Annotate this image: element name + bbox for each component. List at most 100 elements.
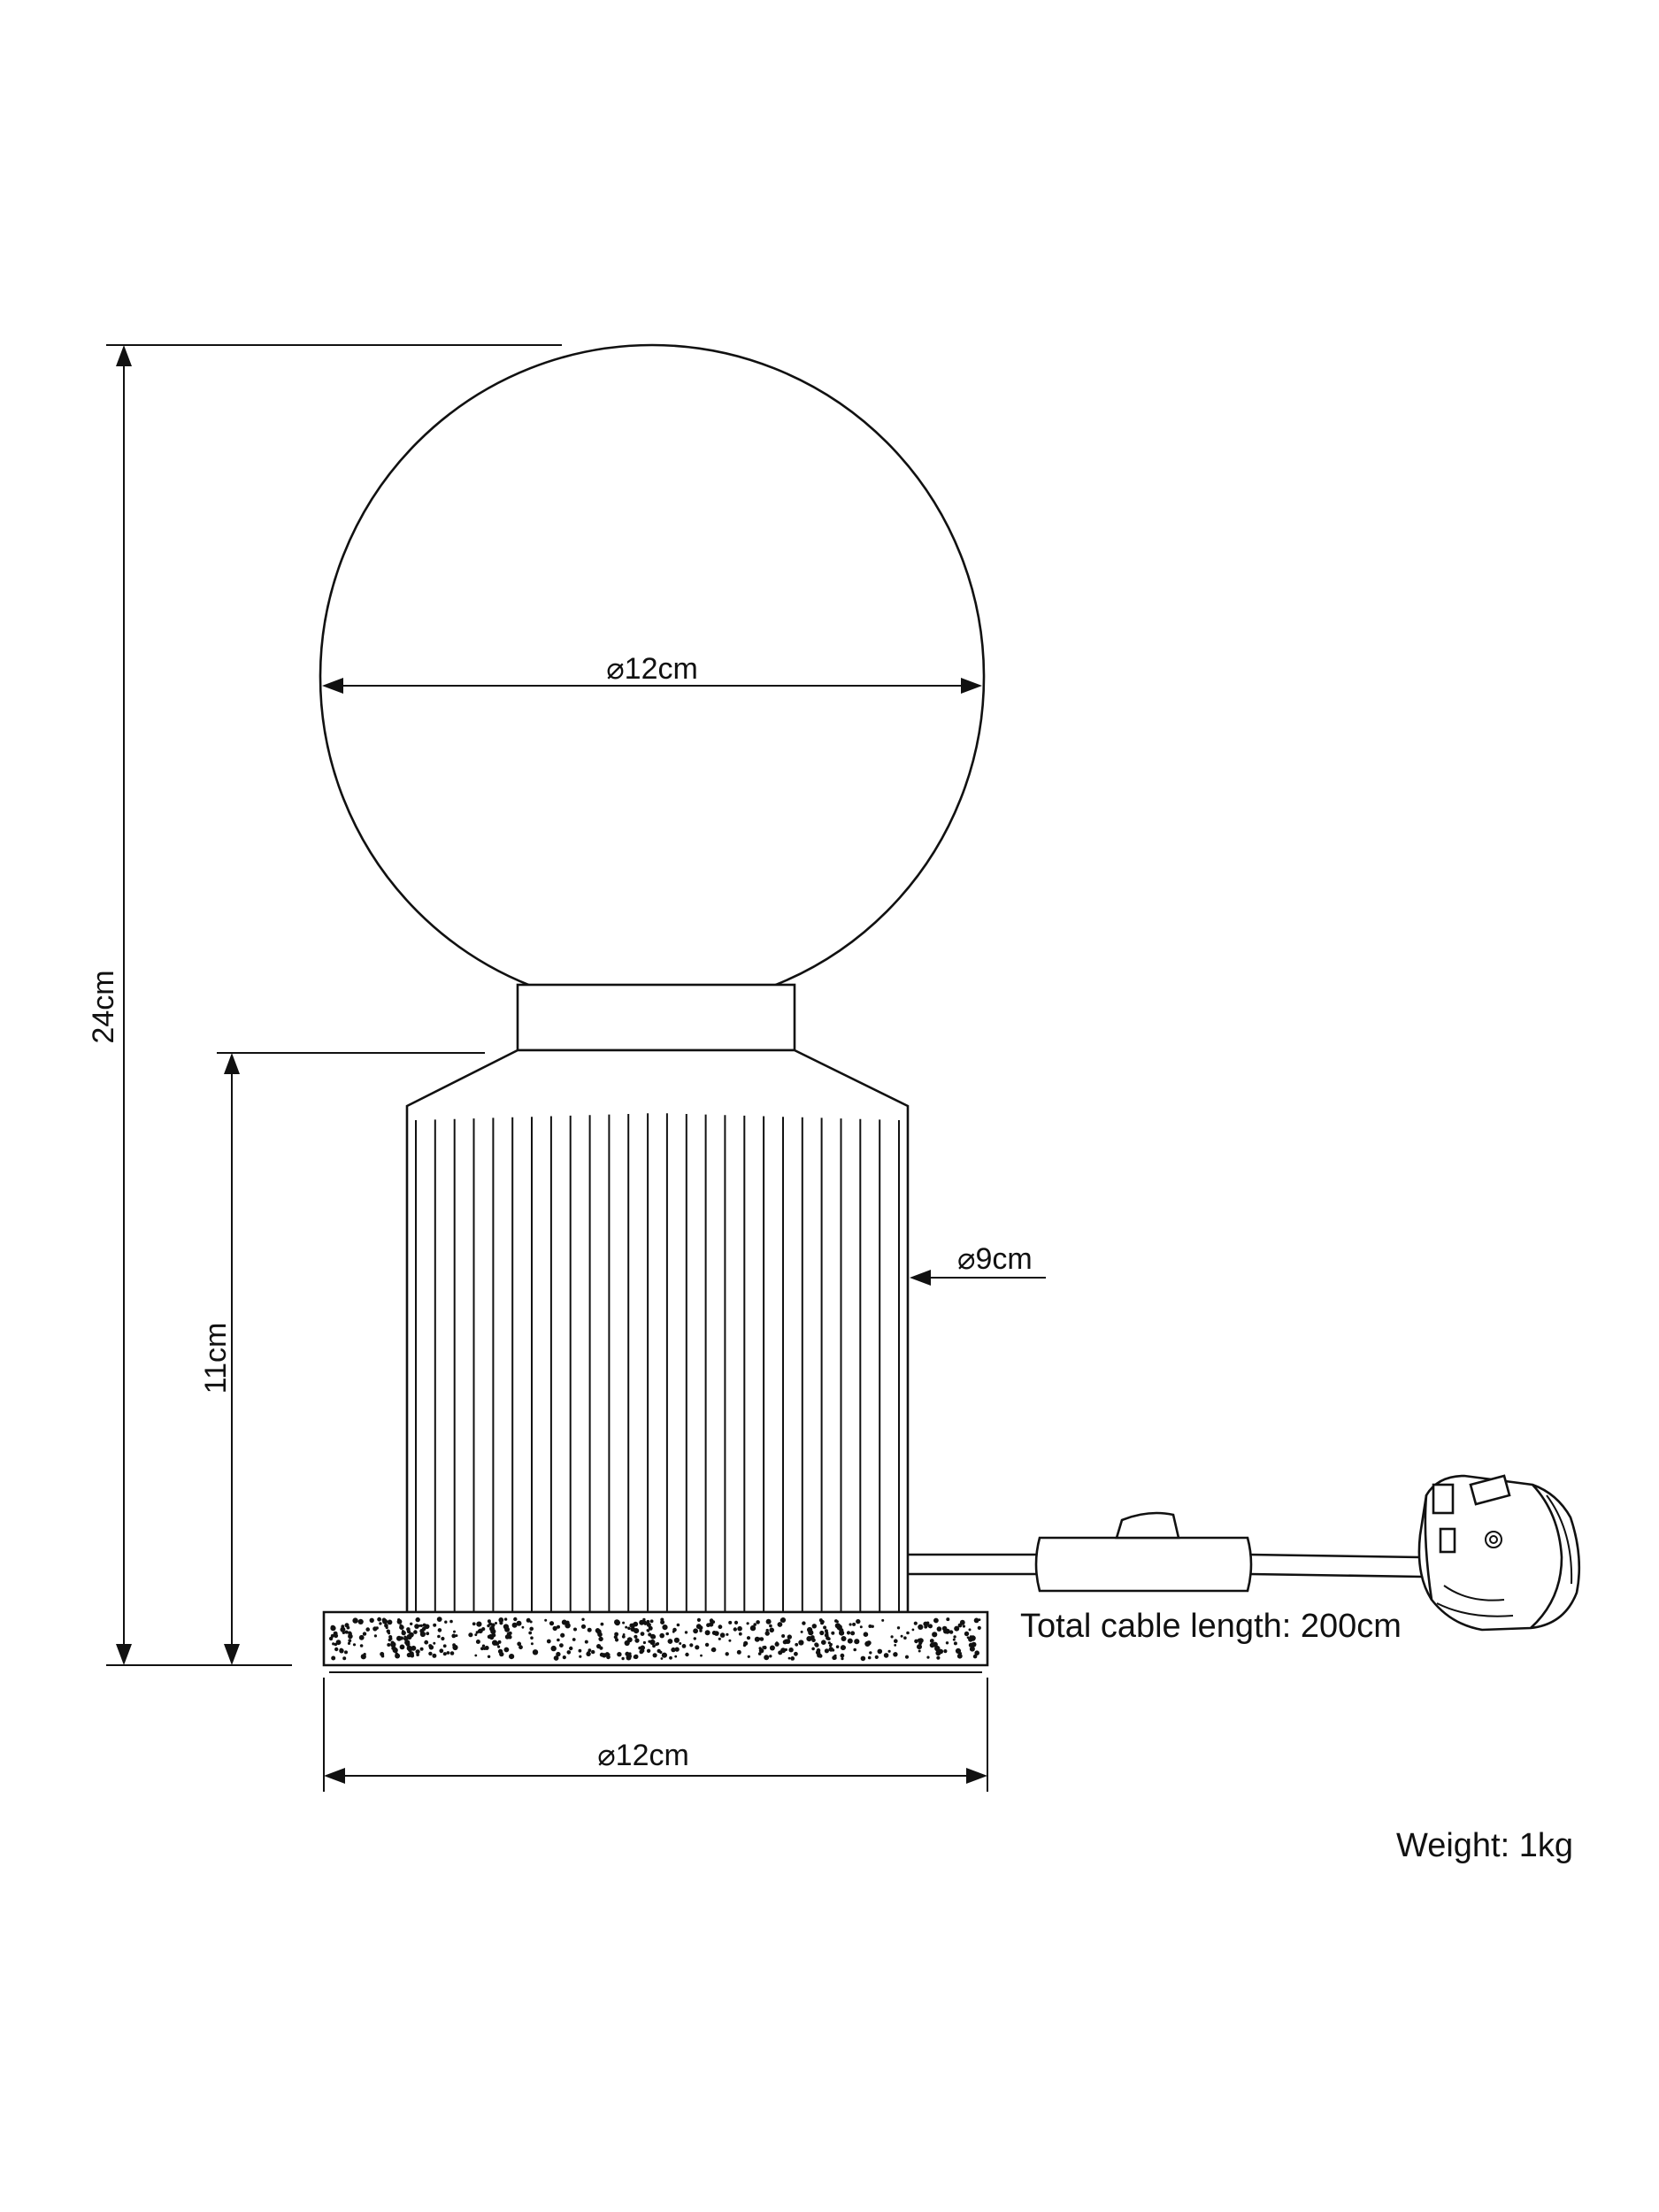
terrazzo-speckle bbox=[584, 1640, 588, 1644]
terrazzo-speckle bbox=[923, 1621, 928, 1627]
terrazzo-speckle bbox=[972, 1654, 978, 1659]
terrazzo-speckle bbox=[497, 1640, 502, 1644]
terrazzo-speckle bbox=[373, 1626, 378, 1632]
terrazzo-speckle bbox=[415, 1617, 420, 1623]
terrazzo-speckle bbox=[614, 1638, 619, 1642]
terrazzo-speckle bbox=[363, 1653, 366, 1656]
terrazzo-speckle bbox=[352, 1643, 357, 1647]
terrazzo-speckle bbox=[656, 1642, 660, 1646]
terrazzo-speckle bbox=[526, 1617, 531, 1623]
terrazzo-speckle bbox=[330, 1633, 334, 1638]
terrazzo-speckle bbox=[780, 1617, 785, 1623]
terrazzo-speckle bbox=[484, 1646, 489, 1650]
terrazzo-speckle bbox=[649, 1619, 654, 1624]
terrazzo-speckle bbox=[413, 1630, 418, 1634]
terrazzo-speckle bbox=[943, 1649, 948, 1654]
terrazzo-speckle bbox=[847, 1638, 853, 1644]
terrazzo-speckle bbox=[357, 1618, 364, 1624]
terrazzo-speckle bbox=[358, 1634, 365, 1640]
terrazzo-speckle bbox=[509, 1654, 515, 1660]
terrazzo-speckle bbox=[598, 1636, 603, 1642]
terrazzo-speckle bbox=[676, 1623, 680, 1627]
body-diameter-dimension: ⌀9cm bbox=[910, 1242, 1046, 1286]
terrazzo-speckle bbox=[405, 1641, 411, 1647]
shade-diameter-dimension: ⌀12cm bbox=[322, 652, 982, 694]
terrazzo-speckle bbox=[606, 1655, 611, 1660]
terrazzo-speckle bbox=[599, 1646, 603, 1650]
terrazzo-speckle bbox=[689, 1643, 694, 1647]
terrazzo-speckle bbox=[642, 1640, 647, 1645]
terrazzo-speckle bbox=[334, 1633, 339, 1639]
terrazzo-speckle bbox=[849, 1623, 852, 1626]
terrazzo-speckle bbox=[396, 1618, 403, 1624]
terrazzo-speckle bbox=[432, 1653, 437, 1658]
terrazzo-speckle bbox=[896, 1626, 901, 1630]
terrazzo-speckle bbox=[639, 1619, 645, 1625]
terrazzo-speckle bbox=[852, 1622, 856, 1626]
terrazzo-speckle bbox=[906, 1631, 910, 1635]
terrazzo-speckle bbox=[474, 1654, 478, 1657]
terrazzo-speckle bbox=[621, 1634, 626, 1639]
terrazzo-speckle bbox=[640, 1632, 645, 1636]
terrazzo-speckle bbox=[959, 1652, 962, 1655]
terrazzo-speckle bbox=[693, 1628, 698, 1634]
terrazzo-speckle bbox=[379, 1622, 382, 1625]
terrazzo-speckle bbox=[437, 1634, 441, 1639]
terrazzo-speckle bbox=[736, 1649, 741, 1655]
terrazzo-speckle bbox=[389, 1637, 393, 1640]
terrazzo-speckle bbox=[640, 1648, 644, 1653]
terrazzo-speckle bbox=[704, 1630, 710, 1636]
terrazzo-speckle bbox=[679, 1642, 682, 1645]
terrazzo-speckle bbox=[769, 1655, 772, 1658]
terrazzo-speckle bbox=[831, 1631, 835, 1635]
terrazzo-speckle bbox=[521, 1625, 525, 1629]
terrazzo-speckle bbox=[414, 1624, 419, 1629]
terrazzo-speckle bbox=[929, 1639, 934, 1643]
terrazzo-speckle bbox=[900, 1634, 903, 1638]
terrazzo-speckle bbox=[557, 1638, 560, 1642]
terrazzo-speckle bbox=[671, 1647, 676, 1653]
terrazzo-speckle bbox=[693, 1637, 696, 1640]
terrazzo-speckle bbox=[480, 1647, 484, 1651]
terrazzo-speckle bbox=[334, 1647, 339, 1652]
terrazzo-speckle bbox=[476, 1621, 482, 1627]
terrazzo-speckle bbox=[347, 1641, 351, 1645]
terrazzo-speckle bbox=[624, 1640, 630, 1647]
terrazzo-speckle bbox=[881, 1618, 885, 1622]
terrazzo-speckle bbox=[556, 1651, 561, 1657]
terrazzo-speckle bbox=[557, 1624, 560, 1629]
terrazzo-speckle bbox=[426, 1632, 430, 1636]
terrazzo-speckle bbox=[860, 1655, 866, 1662]
terrazzo-speckle bbox=[634, 1628, 640, 1634]
terrazzo-speckle bbox=[424, 1624, 430, 1630]
terrazzo-speckle bbox=[340, 1626, 346, 1632]
terrazzo-speckle bbox=[874, 1655, 879, 1659]
terrazzo-speckle bbox=[954, 1625, 960, 1632]
terrazzo-speckle bbox=[867, 1655, 872, 1660]
terrazzo-speckle bbox=[385, 1625, 388, 1630]
terrazzo-speckle bbox=[696, 1617, 702, 1622]
terrazzo-speckle bbox=[877, 1648, 883, 1655]
terrazzo-speckle bbox=[487, 1624, 490, 1628]
terrazzo-speckle bbox=[828, 1644, 833, 1647]
terrazzo-speckle bbox=[759, 1637, 764, 1641]
terrazzo-speckle bbox=[699, 1629, 703, 1632]
terrazzo-speckle bbox=[652, 1644, 656, 1648]
terrazzo-speckle bbox=[560, 1632, 565, 1638]
terrazzo-speckle bbox=[626, 1654, 633, 1659]
terrazzo-speckle bbox=[416, 1653, 419, 1656]
terrazzo-speckle bbox=[841, 1636, 847, 1641]
terrazzo-speckle bbox=[550, 1645, 557, 1652]
terrazzo-speckle bbox=[918, 1638, 924, 1644]
terrazzo-speckle bbox=[834, 1619, 838, 1623]
terrazzo-speckle bbox=[591, 1649, 595, 1655]
terrazzo-speckle bbox=[380, 1654, 385, 1658]
base-height-dimension: 11cm bbox=[199, 1052, 485, 1666]
terrazzo-speckle bbox=[933, 1617, 939, 1624]
terrazzo-speckle bbox=[769, 1624, 772, 1628]
terrazzo-speckle bbox=[765, 1618, 772, 1624]
terrazzo-speckle bbox=[627, 1626, 631, 1631]
terrazzo-speckle bbox=[794, 1651, 798, 1656]
terrazzo-speckle bbox=[660, 1657, 664, 1660]
terrazzo-speckle bbox=[487, 1655, 491, 1659]
